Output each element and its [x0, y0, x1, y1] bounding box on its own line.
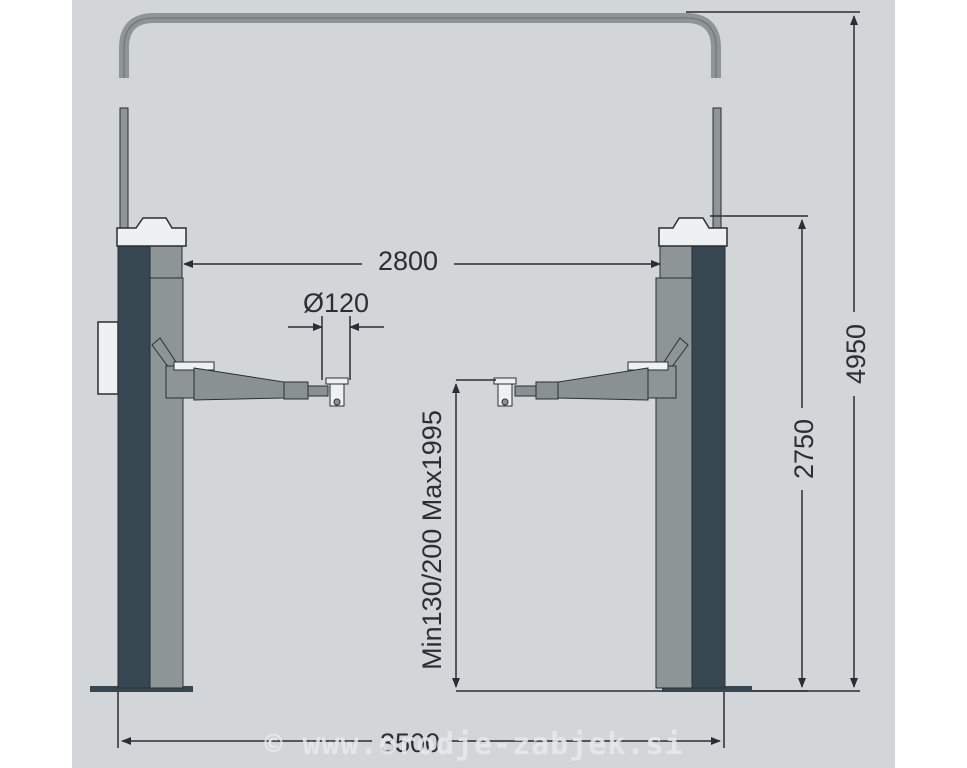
- left-column: [90, 217, 193, 692]
- left-lift-arm: [151, 337, 349, 407]
- total-width-dimension: 3500: [117, 692, 725, 758]
- inner-width-label: 2800: [378, 246, 438, 276]
- inner-width-dimension: 2800: [183, 246, 661, 276]
- right-lift-arm: [493, 337, 689, 407]
- column-height-label: 2750: [789, 419, 819, 479]
- total-height-dimension: 4950: [686, 11, 871, 692]
- total-height-label: 4950: [841, 324, 871, 384]
- pad-diameter-dimension: Ø120: [288, 288, 384, 380]
- pad-diameter-label: Ø120: [303, 288, 369, 318]
- total-width-label: 3500: [380, 728, 440, 758]
- lift-height-dimension: Min130/200 Max1995: [417, 379, 662, 692]
- watermark-text: © www.orodje-zabjek.si: [264, 727, 683, 762]
- left-extension-post: [119, 107, 129, 229]
- lift-height-label: Min130/200 Max1995: [417, 410, 447, 670]
- overhead-bar: [119, 13, 721, 78]
- right-extension-post: [712, 107, 722, 229]
